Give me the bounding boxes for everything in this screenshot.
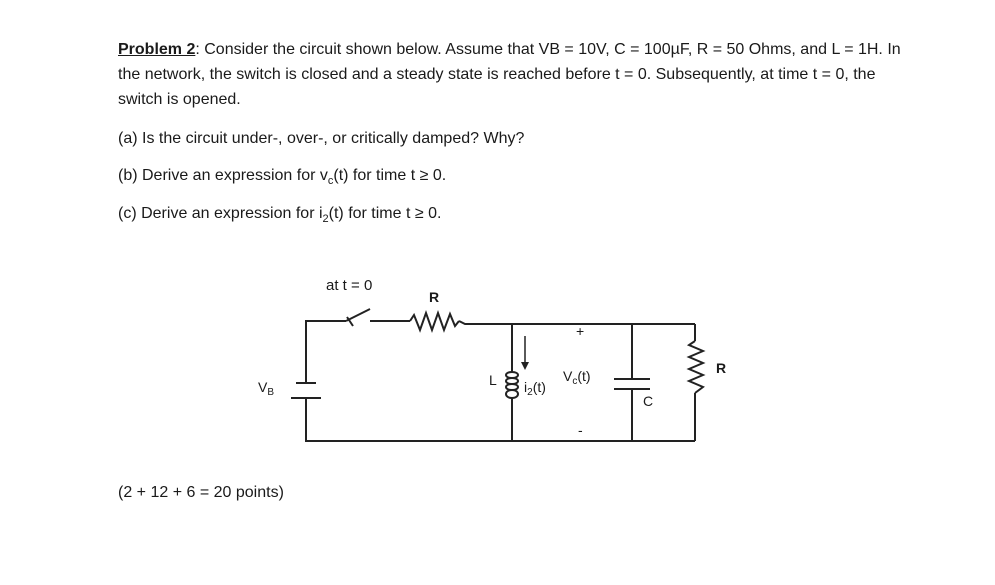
question-a: (a) Is the circuit under-, over-, or cri…	[118, 130, 525, 147]
points-summary: (2 + 12 + 6 = 20 points)	[118, 484, 284, 501]
switch	[345, 308, 371, 327]
question-b: (b) Derive an expression for vc(t) for t…	[118, 167, 447, 188]
resistor-top-label: R	[429, 289, 439, 305]
switch-label: at t = 0	[326, 277, 372, 294]
problem-title: Problem 2	[118, 41, 196, 58]
inductor-label: L	[489, 372, 497, 388]
resistor-top	[409, 309, 460, 334]
plus-sign: +	[576, 323, 584, 339]
voltage-label-vc: Vc(t)	[563, 368, 591, 387]
capacitor-label: C	[643, 393, 653, 409]
battery-vb	[291, 382, 321, 399]
circuit-wires	[305, 320, 696, 442]
resistor-right-label: R	[716, 360, 726, 376]
minus-sign: -	[578, 422, 583, 438]
resistor-right	[686, 340, 706, 394]
inductor-coil	[505, 371, 519, 400]
battery-label: VB	[258, 379, 274, 398]
current-arrow-i2	[521, 336, 529, 370]
question-c: (c) Derive an expression for i2(t) for t…	[118, 205, 442, 226]
capacitor	[614, 378, 650, 390]
current-label-i2: i2(t)	[524, 379, 546, 398]
problem-text: : Consider the circuit shown below. Assu…	[118, 41, 901, 108]
problem-statement: Problem 2: Consider the circuit shown be…	[118, 37, 918, 112]
